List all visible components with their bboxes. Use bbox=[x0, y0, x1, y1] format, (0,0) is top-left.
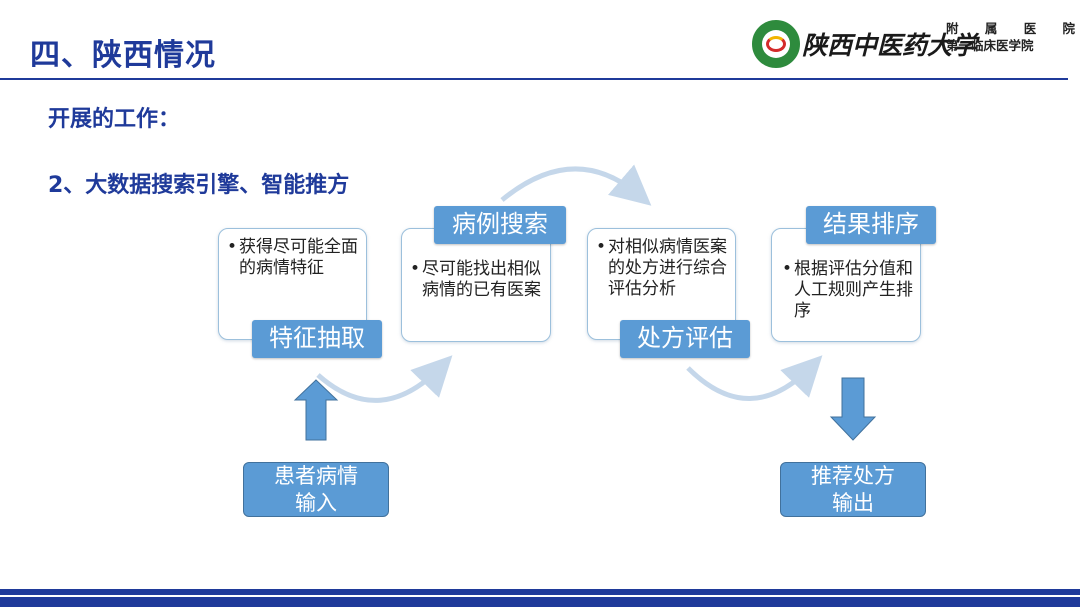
logo-calligraphy: 陕西中医药大学 bbox=[802, 31, 978, 60]
input-box: 患者病情 输入 bbox=[243, 462, 389, 517]
page-title: 四、陕西情况 bbox=[30, 38, 216, 73]
emblem-icon bbox=[752, 20, 800, 68]
step-text-evaluate: 对相似病情医案的处方进行综合评估分析 bbox=[608, 237, 727, 299]
step-text-feature: 获得尽可能全面的病情特征 bbox=[239, 237, 358, 278]
step-card-rank: •根据评估分值和人工规则产生排序 bbox=[771, 228, 921, 342]
step-text-rank: 根据评估分值和人工规则产生排序 bbox=[794, 259, 913, 321]
work-heading: 开展的工作： bbox=[48, 107, 181, 132]
step-card-search: •尽可能找出相似病情的已有医案 bbox=[401, 228, 551, 342]
logo-subtitle: 附 属 医 院 第一临床医学院 bbox=[946, 21, 1080, 53]
topic-heading: 2、大数据搜索引擎、智能推方 bbox=[48, 173, 350, 198]
output-box: 推荐处方 输出 bbox=[780, 462, 926, 517]
curve-arrow-1 bbox=[316, 355, 453, 403]
down-arrow-icon bbox=[829, 377, 877, 441]
step-label-search: 病例搜索 bbox=[434, 206, 566, 244]
step-label-feature: 特征抽取 bbox=[252, 320, 382, 358]
step-label-rank: 结果排序 bbox=[806, 206, 936, 244]
step-text-search: 尽可能找出相似病情的已有医案 bbox=[422, 259, 541, 300]
title-divider bbox=[0, 78, 1068, 80]
up-arrow-icon bbox=[293, 379, 339, 441]
footer-bar bbox=[0, 597, 1080, 607]
university-logo: 陕西中医药大学 附 属 医 院 第一临床医学院 bbox=[750, 18, 1080, 74]
footer-bar-thin bbox=[0, 589, 1080, 595]
curve-arrow-2 bbox=[500, 164, 652, 206]
step-label-evaluate: 处方评估 bbox=[620, 320, 750, 358]
curve-arrow-3 bbox=[686, 355, 823, 401]
